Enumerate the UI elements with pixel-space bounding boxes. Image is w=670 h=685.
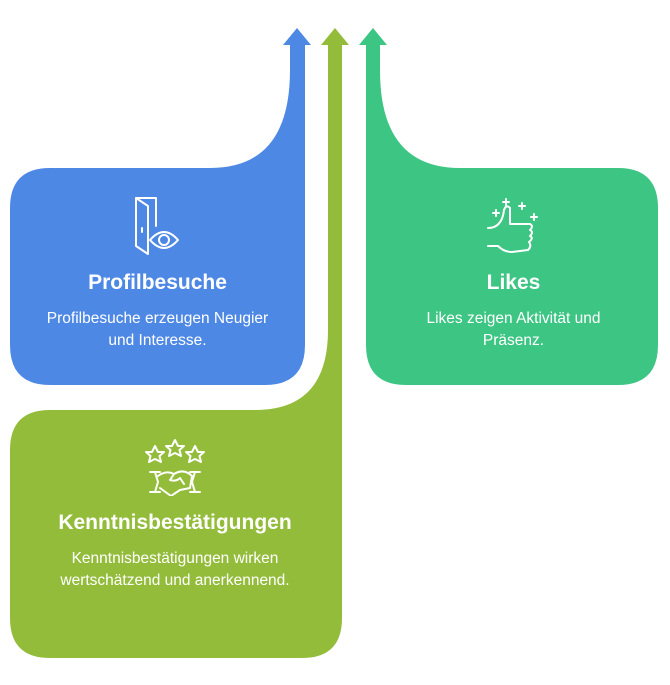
kenntnis-description: Kenntnisbestätigungen wirken wertschätze… <box>60 550 290 589</box>
kenntnis-arrow-shape <box>10 28 349 658</box>
stars-handshake-icon <box>145 439 205 496</box>
profilbesuche-description: Profilbesuche erzeugen Neugier und Inter… <box>46 310 269 349</box>
door-eye-icon <box>134 197 179 255</box>
likes-title: Likes <box>486 271 541 294</box>
likes-description: Likes zeigen Aktivität und Präsenz. <box>426 310 601 349</box>
profilbesuche-title: Profilbesuche <box>88 271 227 294</box>
profilbesuche-card: Profilbesuche Profilbesuche erzeugen Neu… <box>20 196 295 352</box>
kenntnis-title: Kenntnisbestätigungen <box>58 511 292 534</box>
profilbesuche-arrow-shape <box>10 28 311 385</box>
thumbs-up-icon <box>486 198 538 253</box>
likes-card: Likes Likes zeigen Aktivität und Präsenz… <box>376 196 651 352</box>
kenntnis-card: Kenntnisbestätigungen Kenntnisbestätigun… <box>20 438 330 592</box>
